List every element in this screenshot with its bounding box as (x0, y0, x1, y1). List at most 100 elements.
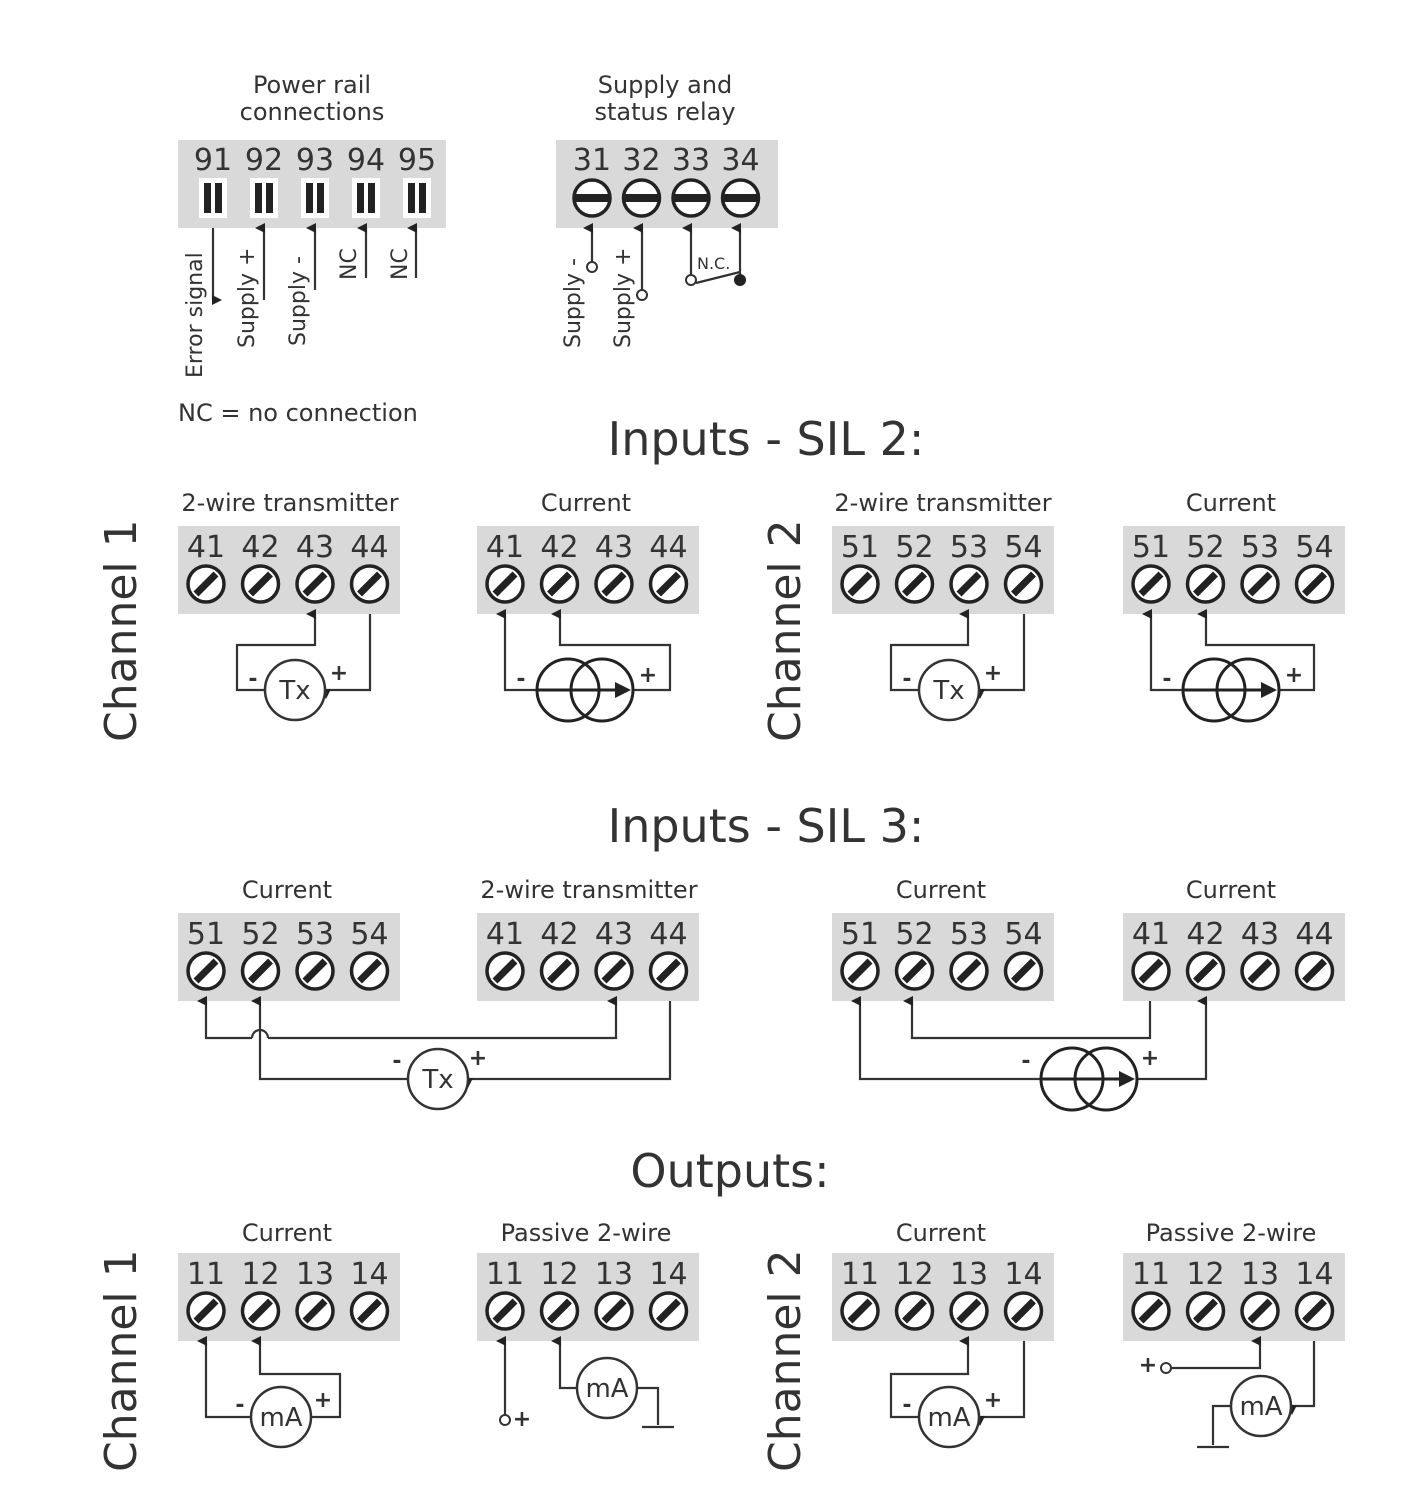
plus-sign: + (1139, 1353, 1157, 1378)
minus-sign: - (1021, 1049, 1030, 1074)
sil2-ch2-transmitter-wiring (889, 609, 1026, 699)
terminal-number: 11 (486, 1257, 524, 1292)
ammeter-icon: mA-+ (235, 1385, 332, 1449)
power-rail-terminal-number: 94 (347, 143, 385, 178)
terminal-number: 44 (649, 530, 687, 565)
screw-terminal-icon (539, 951, 580, 991)
relay-nc-label: N.C. (697, 254, 730, 273)
plug-terminal-icon (250, 178, 278, 218)
plus-sign: + (984, 1388, 1002, 1413)
minus-sign: - (248, 667, 257, 692)
terminal-number: 54 (1004, 917, 1042, 952)
power-rail-terminal-number: 93 (296, 143, 334, 178)
plus-sign: + (314, 1388, 332, 1413)
terminal-number: 52 (895, 530, 933, 565)
plus-sign: + (330, 661, 348, 686)
terminal-number: 41 (1132, 917, 1170, 952)
supply-relay-terminal-number: 31 (573, 143, 611, 178)
transmitter-icon: Tx-+ (248, 658, 348, 722)
screw-terminal-icon (1185, 951, 1226, 991)
screw-terminal-icon (349, 564, 390, 604)
terminal-number: 42 (1186, 917, 1224, 952)
screw-terminal-icon (295, 951, 335, 991)
plus-sign: + (1285, 663, 1303, 688)
minus-sign: - (902, 667, 911, 692)
terminal-number: 14 (350, 1257, 388, 1292)
terminal-number: 13 (595, 1257, 633, 1292)
terminal-number: 42 (540, 917, 578, 952)
symbol-label: mA (1239, 1392, 1282, 1422)
terminal-number: 53 (950, 530, 988, 565)
plug-terminal-icon (301, 178, 329, 218)
screw-terminal-icon (1003, 564, 1044, 604)
plus-sign: + (1141, 1046, 1159, 1071)
plug-terminal-icon (352, 178, 380, 218)
power-rail-terminal-number: 91 (194, 143, 232, 178)
screw-terminal-icon (1185, 564, 1226, 604)
screw-terminal-icon (1131, 951, 1171, 991)
signal-supply-plus: Supply + (235, 248, 260, 348)
relay-signal-supply-plus: Supply + (611, 248, 636, 348)
screw-terminal-icon (1240, 951, 1280, 991)
terminal-number: 13 (1241, 1257, 1279, 1292)
terminal-number: 51 (841, 530, 879, 565)
terminal-number: 51 (841, 917, 879, 952)
screw-terminal-icon (485, 951, 525, 991)
terminal-number: 44 (1295, 917, 1333, 952)
signal-supply-minus: Supply - (286, 256, 311, 346)
sil2-ch1-transmitter-wiring (235, 609, 372, 699)
current-source-icon: -+ (1021, 1046, 1159, 1112)
symbol-label: mA (927, 1403, 970, 1433)
flat-screw-terminal-icon (621, 178, 662, 218)
terminal-number: 14 (649, 1257, 687, 1292)
terminal-number: 12 (1186, 1257, 1224, 1292)
channel-label-sil2-ch2: Channel 2 (760, 519, 811, 742)
terminal-number: 41 (486, 917, 524, 952)
sil2-ch1-current-wiring (496, 609, 672, 692)
terminal-number: 12 (241, 1257, 279, 1292)
transmitter-icon: Tx-+ (392, 1046, 487, 1111)
ammeter-icon: mA (575, 1356, 639, 1420)
screw-terminal-icon (539, 1291, 580, 1331)
supply-relay-terminal-number: 33 (672, 143, 710, 178)
signal-error: Error signal (183, 252, 208, 378)
ammeter-icon: mA-+ (902, 1385, 1002, 1449)
screw-terminal-icon (240, 564, 281, 604)
sil2-block-label-3: 2-wire transmitter (834, 489, 1051, 517)
terminal-number: 51 (1132, 530, 1170, 565)
screw-terminal-icon (1240, 1291, 1280, 1331)
supply-relay-wires (583, 223, 746, 301)
channel-label-out-ch1: Channel 1 (96, 1249, 147, 1472)
screw-terminal-icon (949, 1291, 989, 1331)
screw-terminal-icon (240, 951, 281, 991)
current-source-icon: -+ (516, 657, 657, 723)
symbol-label: mA (585, 1374, 628, 1404)
sil3-ch1-transmitter-wiring (197, 996, 672, 1088)
terminal-number: 14 (1004, 1257, 1042, 1292)
terminal-number: 52 (895, 917, 933, 952)
plug-terminal-icon (199, 178, 227, 218)
screw-terminal-icon (949, 951, 989, 991)
plus-sign: + (513, 1407, 531, 1432)
screw-terminal-icon (295, 564, 335, 604)
terminal-number: 44 (649, 917, 687, 952)
power-rail-title-1: Power rail (253, 71, 371, 99)
screw-terminal-icon (1294, 564, 1335, 604)
terminal-number: 52 (241, 917, 279, 952)
terminal-number: 43 (595, 530, 633, 565)
power-rail-title-2: connections (240, 98, 385, 126)
plus-sign: + (984, 661, 1002, 686)
screw-terminal-icon (840, 564, 880, 604)
screw-terminal-icon (1294, 951, 1335, 991)
sil3-block-label-2: 2-wire transmitter (480, 876, 697, 904)
out-ch1-passive-wiring (496, 1336, 674, 1429)
supply-relay-terminal-number: 34 (721, 143, 759, 178)
out-ch1-current-wiring (197, 1336, 342, 1419)
